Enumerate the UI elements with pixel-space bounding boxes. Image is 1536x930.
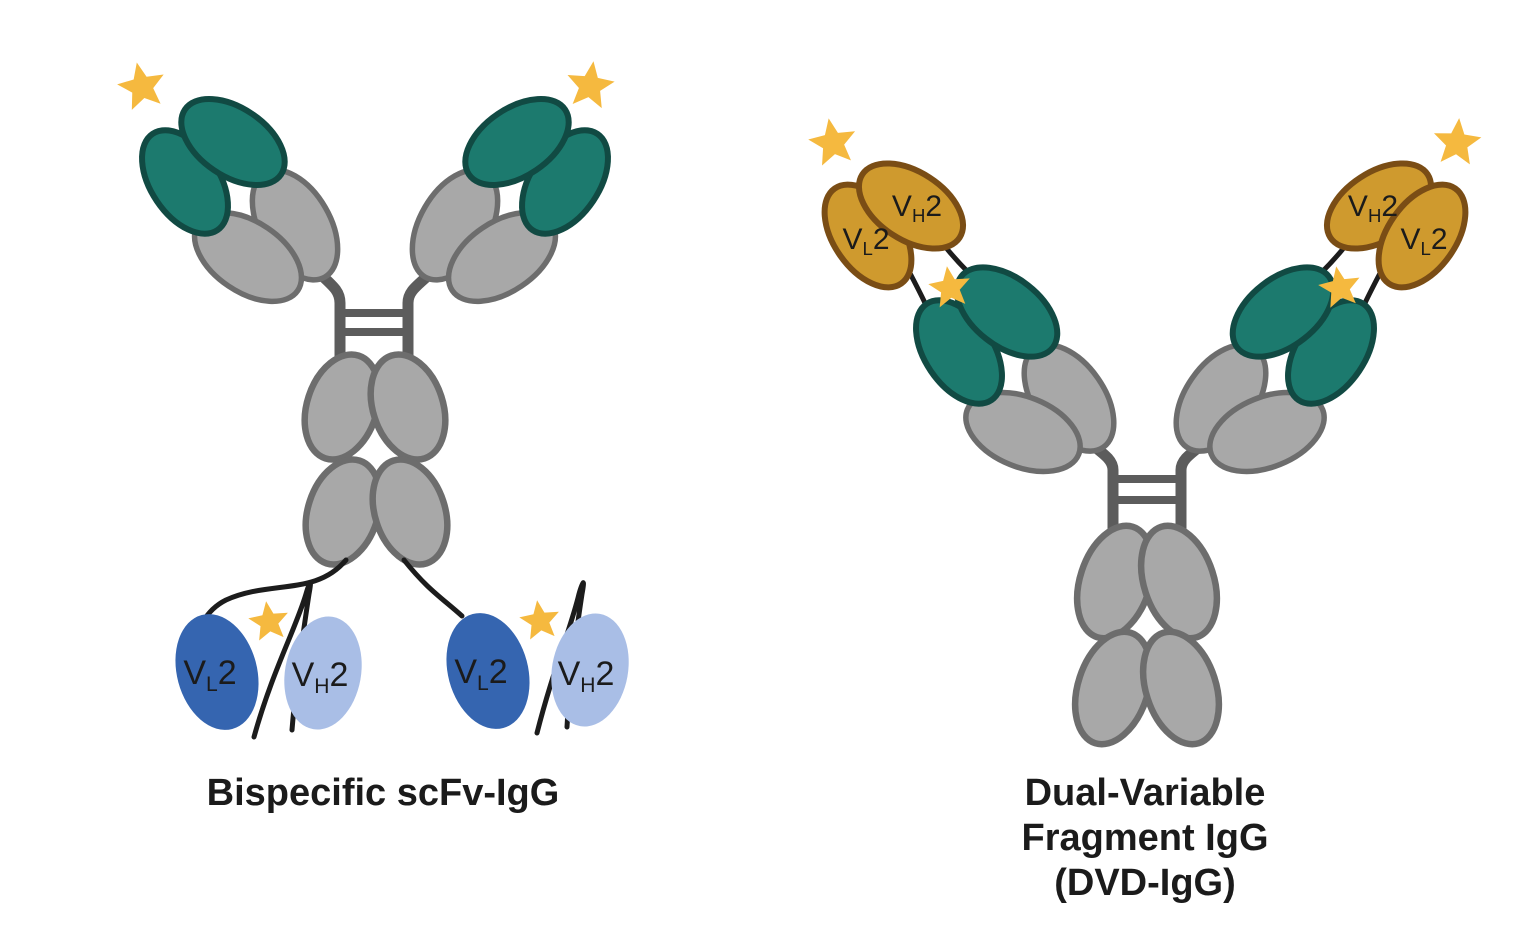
antigen-star-icon	[246, 598, 292, 642]
vh1-domain	[178, 96, 288, 188]
ch3-domain	[1139, 628, 1223, 748]
vh2-label: VH2	[892, 190, 942, 226]
bispecific-scfv-igg-diagram: VL2 VH2 VL2 VH2 Bispecific scFv-IgG	[113, 57, 629, 814]
vl2-domain	[1375, 181, 1469, 291]
antigen-star-icon	[1431, 116, 1483, 166]
heavy-chain-right	[402, 266, 438, 371]
vl2-domain	[175, 614, 259, 730]
vh1-domain	[462, 96, 572, 188]
right-diagram-title-line2: Fragment IgG	[1021, 817, 1268, 859]
vh2-domain	[855, 160, 967, 252]
right-diagram-title-line1: Dual-Variable	[1025, 772, 1266, 814]
dvd-arm-right: VH2 VL2	[1173, 116, 1483, 475]
vh1-domain	[953, 264, 1061, 360]
vh1-domain	[1229, 264, 1337, 360]
cl-domain	[963, 389, 1083, 475]
antigen-star-icon	[805, 114, 860, 168]
vl2-domain	[446, 613, 530, 729]
ch3-domain	[369, 456, 451, 568]
cl-domain	[1207, 389, 1327, 475]
left-diagram-title: Bispecific scFv-IgG	[207, 772, 560, 814]
dvd-igg-diagram: VH2 VL2 VH2 VL2 Dual-Variable Fragment I…	[805, 114, 1483, 904]
antigen-star-icon	[113, 57, 170, 112]
vh2-label: VH2	[1348, 190, 1398, 226]
scfv-module-left: VL2 VH2	[175, 580, 362, 740]
vh2-domain	[551, 613, 629, 727]
fab-arm-right	[409, 96, 611, 305]
vh2-label: VH2	[292, 656, 349, 698]
vl2-label: VL2	[183, 654, 236, 696]
vl2-label: VL2	[1400, 223, 1447, 259]
dvd-arm-left: VH2 VL2	[805, 114, 1117, 475]
scfv-module-right: VL2 VH2	[446, 580, 629, 736]
vl2-label: VL2	[842, 223, 889, 259]
ch2-domain	[367, 351, 449, 463]
fab-arm-left	[139, 96, 341, 305]
vh2-label: VH2	[558, 655, 615, 697]
right-diagram-title-line3: (DVD-IgG)	[1054, 862, 1236, 904]
scfv-attachment-linker	[401, 557, 465, 619]
ch2-domain	[1137, 522, 1221, 642]
antigen-star-icon	[517, 597, 563, 641]
heavy-chain-left	[312, 266, 346, 371]
antigen-star-icon	[563, 57, 618, 110]
vl2-label: VL2	[454, 653, 507, 695]
vh2-domain	[284, 616, 362, 730]
